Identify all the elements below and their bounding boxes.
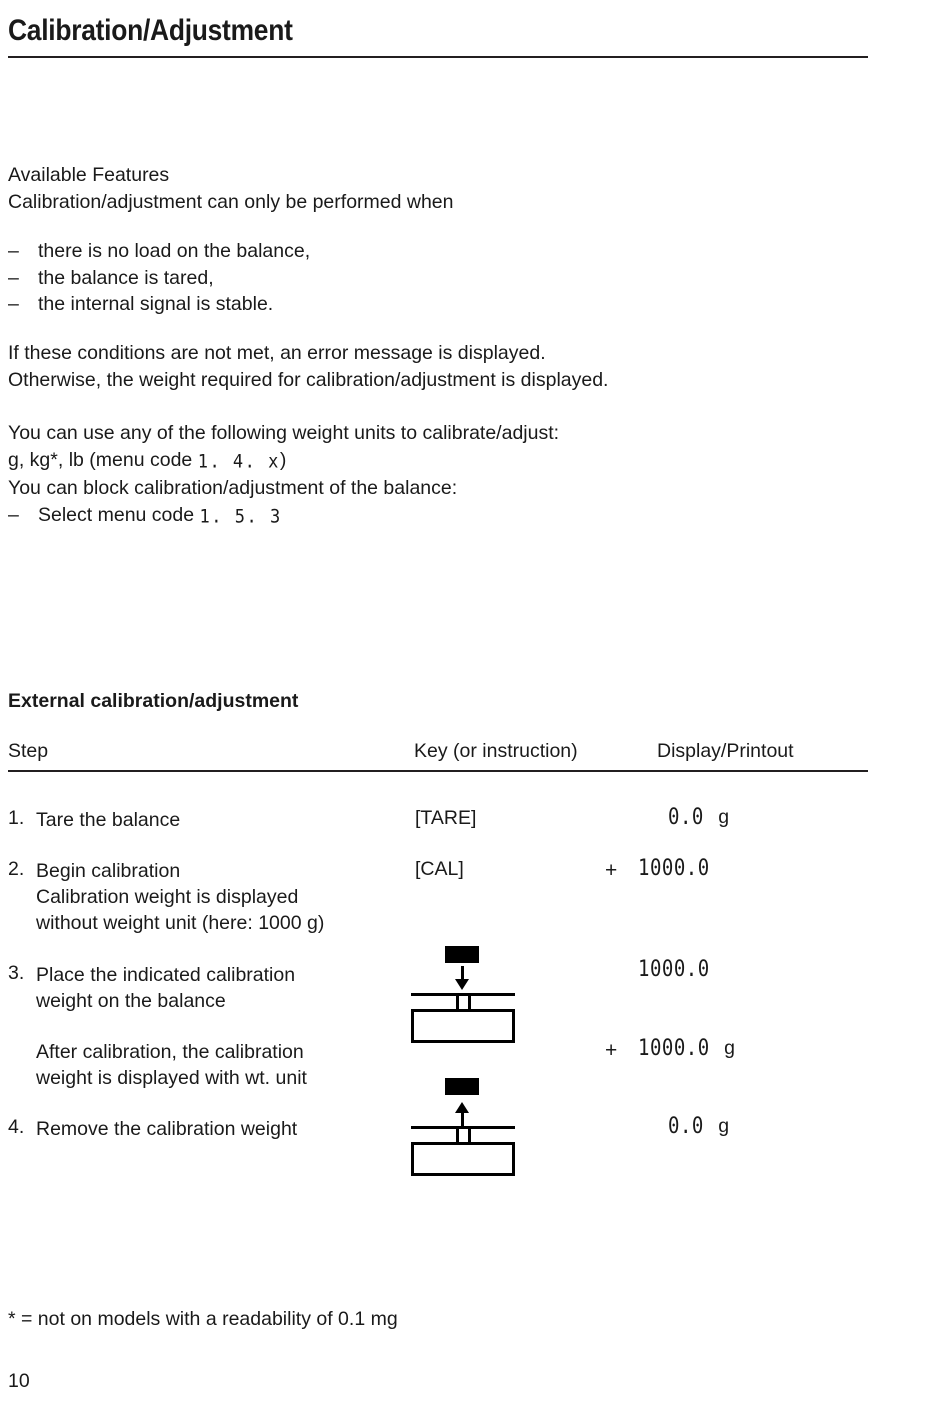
pan-post-right	[468, 996, 471, 1009]
table-row: Remove the calibration weight	[36, 1116, 297, 1142]
display-readout: 1000.0	[638, 956, 710, 982]
menu-code-prefix: g, kg*, lb (menu code	[8, 448, 193, 471]
external-calibration-heading: External calibration/adjustment	[8, 690, 299, 712]
display-value: 0.0	[668, 1113, 704, 1139]
display-value: 1000.0	[638, 956, 710, 982]
key-label: [CAL]	[415, 858, 464, 880]
display-readout: 1000.0	[638, 855, 710, 881]
display-value: 1000.0	[638, 1035, 710, 1061]
pan-post-left	[456, 1129, 459, 1142]
condition-text: there is no load on the balance,	[38, 240, 311, 262]
key-label: [TARE]	[415, 807, 477, 829]
pan-post-right	[468, 1129, 471, 1142]
list-item: –Select menu code 1. 5. 3	[8, 502, 559, 531]
display-unit: g	[718, 806, 730, 828]
page-title: Calibration/Adjustment	[8, 14, 293, 47]
step-text: Tare the balance	[36, 809, 181, 831]
arrow-head-down	[455, 979, 469, 990]
calibration-weight-block	[445, 946, 479, 963]
menu-code-value-153: 1. 5. 3	[199, 505, 282, 528]
dash-marker: –	[8, 293, 19, 315]
menu-code-suffix: )	[279, 448, 287, 471]
step-text: without weight unit (here: 1000 g)	[36, 912, 325, 934]
table-row: After calibration, the calibration weigh…	[36, 1039, 307, 1091]
column-header-display: Display/Printout	[657, 740, 794, 762]
step-text: Calibration weight is displayed	[36, 886, 299, 908]
footnote-text: * = not on models with a readability of …	[8, 1308, 398, 1330]
step-text: Place the indicated calibration	[36, 964, 296, 986]
display-unit: g	[718, 1115, 730, 1137]
dash-marker: –	[8, 266, 19, 289]
display-readout: 1000.0 g	[638, 1035, 735, 1061]
balance-pan	[411, 1126, 515, 1129]
step-text: weight on the balance	[36, 990, 226, 1012]
available-features-block: Available Features Calibration/adjustmen…	[8, 162, 454, 215]
balance-body	[411, 1009, 515, 1043]
menu-code-value-14x: 1. 4. x	[197, 450, 280, 473]
step-text: weight is displayed with wt. unit	[36, 1067, 307, 1089]
table-row: Place the indicated calibration weight o…	[36, 962, 295, 1014]
plus-sign: +	[605, 859, 618, 882]
available-features-intro: Calibration/adjustment can only be perfo…	[8, 190, 454, 213]
select-menu-code-text: Select menu code	[38, 503, 195, 526]
table-row: Begin calibration Calibration weight is …	[36, 858, 324, 936]
table-row-number: 3.	[8, 962, 25, 984]
balance-weight-up-icon	[411, 1078, 515, 1176]
balance-pan	[411, 993, 515, 996]
calibration-weight-block	[445, 1078, 479, 1095]
arrow-head-up	[455, 1102, 469, 1113]
error-note-block: If these conditions are not met, an erro…	[8, 340, 608, 393]
table-row: Tare the balance	[36, 807, 180, 833]
list-item: –the balance is tared,	[8, 265, 310, 292]
error-note-line-1: If these conditions are not met, an erro…	[8, 342, 546, 364]
display-readout: 0.0 g	[668, 804, 730, 830]
error-note-line-2: Otherwise, the weight required for calib…	[8, 368, 609, 391]
plus-sign: +	[605, 1039, 618, 1062]
condition-text: the balance is tared,	[38, 266, 214, 289]
pan-post-left	[456, 996, 459, 1009]
column-header-step: Step	[8, 740, 49, 762]
weight-units-intro: You can use any of the following weight …	[8, 422, 560, 444]
table-row-number: 1.	[8, 807, 25, 829]
dash-marker: –	[8, 503, 19, 526]
step-text: Remove the calibration weight	[36, 1118, 298, 1140]
weight-units-menu-code-line: g, kg*, lb (menu code 1. 4. x)	[8, 447, 559, 476]
arrow-stem	[461, 1112, 464, 1127]
table-header-rule	[8, 770, 868, 772]
block-calibration-line: You can block calibration/adjustment of …	[8, 477, 458, 499]
conditions-list: –there is no load on the balance, –the b…	[8, 238, 310, 318]
display-readout: 0.0 g	[668, 1113, 730, 1139]
step-text: After calibration, the calibration	[36, 1041, 304, 1063]
balance-weight-down-icon	[411, 946, 515, 1043]
step-text: Begin calibration	[36, 860, 181, 882]
page-number: 10	[8, 1370, 30, 1392]
dash-marker: –	[8, 240, 19, 262]
condition-text: the internal signal is stable.	[38, 293, 274, 315]
list-item: –the internal signal is stable.	[8, 291, 310, 318]
balance-body	[411, 1142, 515, 1176]
arrow-stem	[461, 966, 464, 980]
display-unit: g	[724, 1037, 735, 1059]
available-features-heading: Available Features	[8, 164, 170, 186]
display-value: 1000.0	[638, 855, 710, 881]
title-rule-divider	[8, 56, 868, 58]
weight-units-block: You can use any of the following weight …	[8, 420, 559, 530]
display-value: 0.0	[668, 804, 704, 830]
table-row-number: 2.	[8, 858, 25, 880]
table-row-number: 4.	[8, 1116, 25, 1138]
column-header-key: Key (or instruction)	[414, 740, 578, 762]
list-item: –there is no load on the balance,	[8, 238, 310, 265]
